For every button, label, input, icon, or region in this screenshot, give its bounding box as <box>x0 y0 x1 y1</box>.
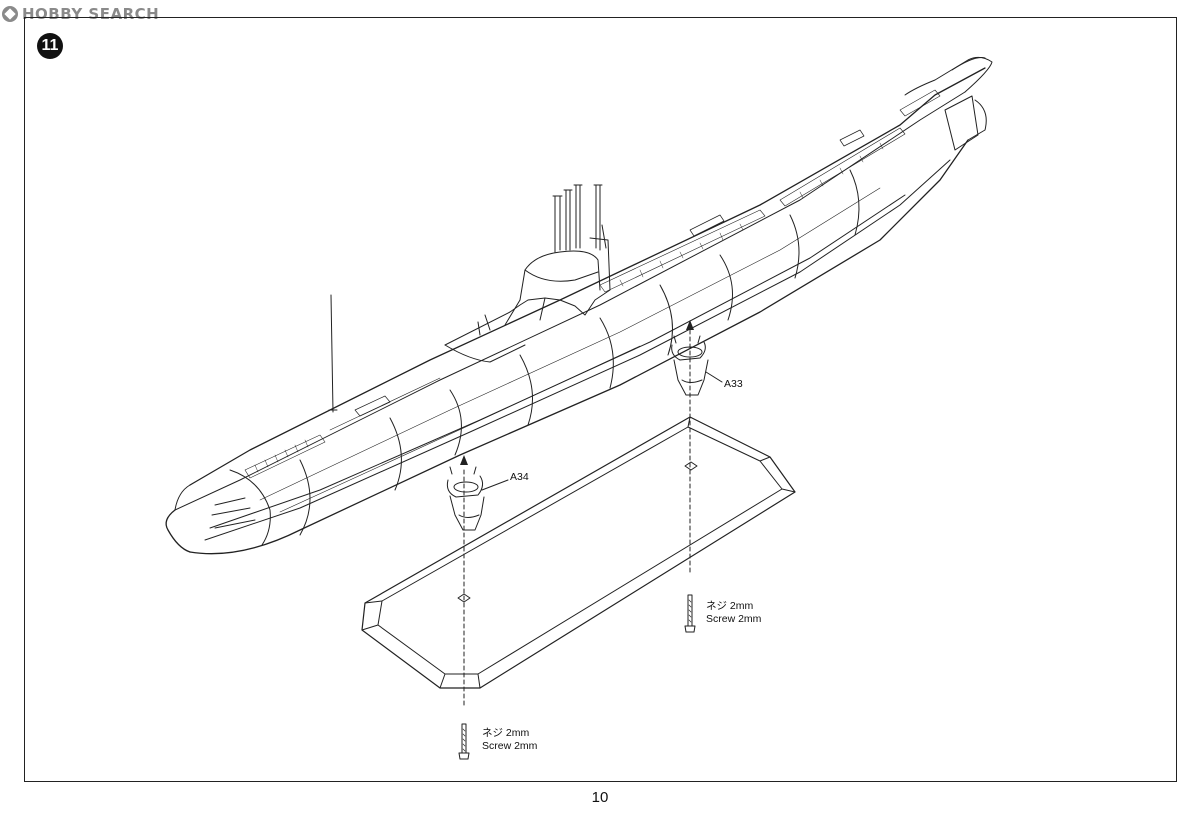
part-label-a33: A33 <box>724 378 743 390</box>
screw-front-label-ja: ネジ 2mm <box>482 727 530 739</box>
screw-front <box>458 723 470 760</box>
part-label-a34: A34 <box>510 471 529 483</box>
assembly-guide-lines <box>463 329 691 709</box>
screw-rear-label-ja: ネジ 2mm <box>706 600 754 612</box>
instruction-frame <box>24 17 1177 782</box>
page-number: 10 <box>591 789 609 806</box>
screw-front-label-en: Screw 2mm <box>482 740 538 752</box>
guide-arrowheads <box>460 320 694 465</box>
display-stand-base <box>361 416 796 689</box>
step-number-badge: 11 <box>37 33 63 59</box>
watermark-logo-icon <box>2 6 18 22</box>
screw-rear-label-en: Screw 2mm <box>706 613 762 625</box>
stand-post-a34 <box>446 466 509 531</box>
screw-rear <box>684 594 696 633</box>
submarine-hull <box>165 56 993 555</box>
